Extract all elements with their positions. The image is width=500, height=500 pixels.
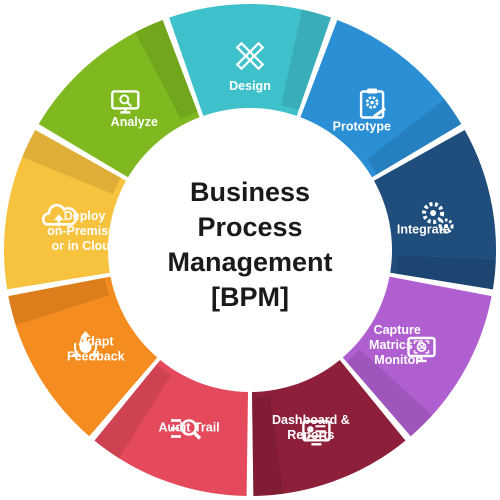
segment-dashboard-shade [252,396,284,496]
segment-audit: Audit Trail [94,358,249,496]
segment-integrate-label: Integrate [397,222,450,236]
segment-dashboard-label: Dashboard & [272,413,350,427]
segment-analyze-shade [135,20,198,120]
monitor-search-icon [111,90,140,114]
center-title-line-1: Business [190,177,310,207]
center-title-line-4: [BPM] [211,282,289,312]
segment-integrate-shade [396,255,496,290]
center-hub: Business Process Management [BPM] [108,108,392,392]
segment-design-label: Design [229,79,271,93]
gears-icon [422,202,454,234]
segment-dashboard-label: Reports [287,428,334,442]
cloud-upload-icon [41,203,78,227]
segment-prototype-label: Prototype [333,120,391,134]
segment-adapt-label: Feedback [67,350,125,364]
segment-capture-label: Monitor [374,353,420,367]
segment-analyze-label: Analyze [111,115,158,129]
segment-audit-label: Audit Trail [159,420,220,434]
segment-integrate: Integrate [372,129,496,290]
segment-adapt-shade [8,277,110,326]
clipboard-gear-icon [359,88,386,119]
segment-capture-shade [346,349,433,437]
segment-dashboard: Dashboard &Reports [251,358,406,496]
center-title-line-2: Process [197,212,302,242]
segment-deploy-label: Deploy [64,209,106,223]
center-title-line-3: Management [167,247,332,277]
segment-capture-label: Capture [374,323,421,337]
center-circle [108,108,392,392]
segment-adapt-wedge [8,276,159,437]
pencil-ruler-icon [235,41,265,71]
cycle-arrows-icon [71,331,100,358]
segment-capture-label: Matrics & [369,338,425,352]
segment-deploy-label: or in Cloud [52,239,118,253]
segment-integrate-wedge [372,129,496,290]
monitor-target-icon [407,336,436,363]
segment-design: Design [169,4,331,118]
segment-audit-shade [94,364,172,459]
segment-deploy-shade [22,129,121,195]
segment-prototype-shade [366,99,462,175]
segment-analyze: Analyze [38,20,201,179]
dashboard-screen-icon [302,420,331,446]
segment-adapt-label: Adapt [78,335,114,349]
segment-deploy-label: on-Premises [47,224,122,238]
segment-prototype: Prototype [299,20,462,179]
segment-design-shade [281,9,331,111]
list-search-icon [171,419,202,440]
segments-layer: AnalyzeDesignPrototypeIntegrateCaptureMa… [3,4,496,496]
